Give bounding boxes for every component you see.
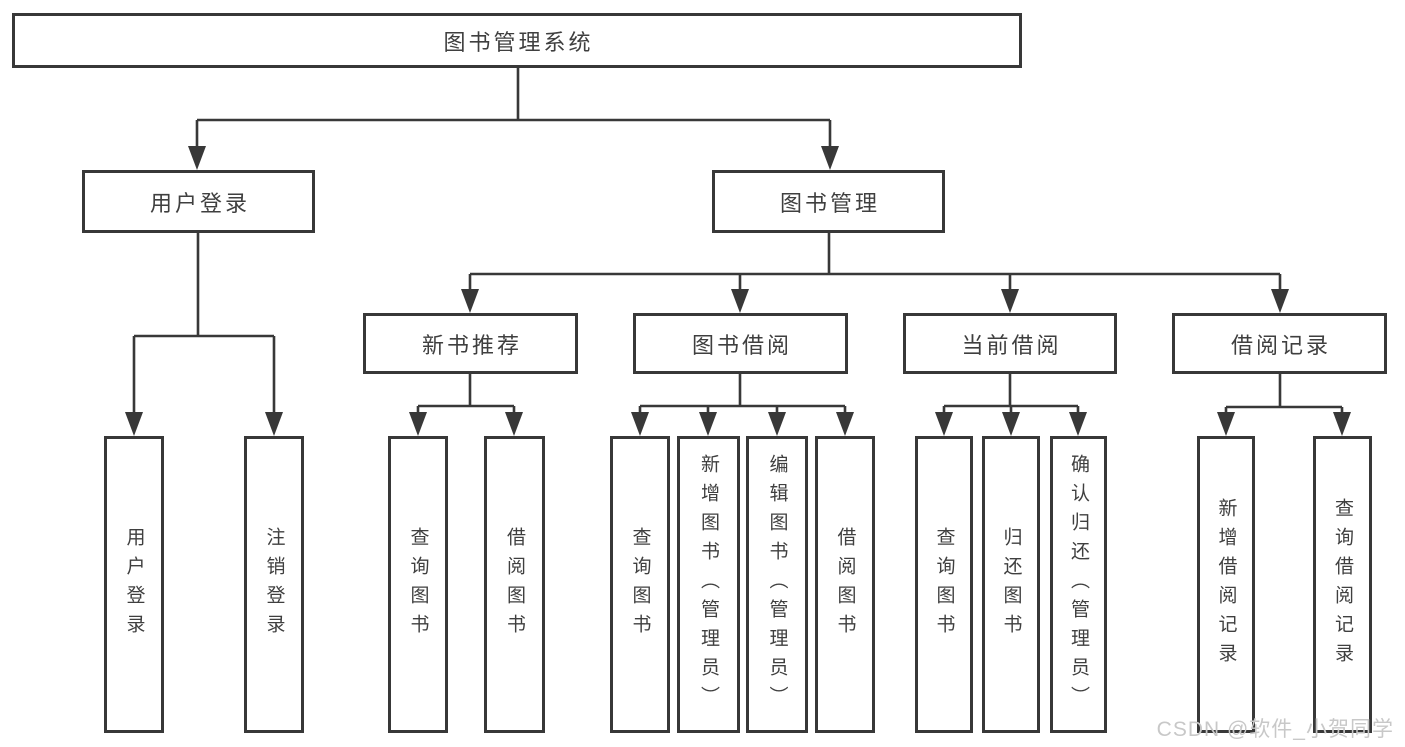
- leaf-add-borrow-record: 新增借阅记录: [1197, 436, 1255, 733]
- arrowhead-icon: [505, 412, 523, 436]
- connector-path: [638, 374, 847, 414]
- connector-path: [132, 233, 276, 414]
- connector-path: [1224, 374, 1344, 414]
- connector-path: [468, 233, 1282, 291]
- arrowhead-icon: [768, 412, 786, 436]
- node-book-management: 图书管理: [712, 170, 945, 233]
- node-book-borrow: 图书借阅: [633, 313, 848, 374]
- arrowhead-icon: [188, 146, 206, 170]
- connector-path: [416, 374, 516, 414]
- arrowhead-icon: [699, 412, 717, 436]
- arrowhead-icon: [821, 146, 839, 170]
- leaf-confirm-return-admin: 确认归还（管理员）: [1050, 436, 1107, 733]
- arrowhead-icon: [409, 412, 427, 436]
- arrowhead-icon: [461, 289, 479, 313]
- leaf-borrow-book: 借阅图书: [815, 436, 875, 733]
- arrowhead-icon: [935, 412, 953, 436]
- node-new-book-recommend: 新书推荐: [363, 313, 578, 374]
- watermark-text: CSDN @软件_小贺同学: [1156, 718, 1394, 741]
- arrowhead-icon: [125, 412, 143, 436]
- leaf-user-login: 用户登录: [104, 436, 164, 733]
- connector-path: [195, 68, 832, 148]
- node-root: 图书管理系统: [12, 13, 1022, 68]
- leaf-query-borrow-record: 查询借阅记录: [1313, 436, 1372, 733]
- node-user-login: 用户登录: [82, 170, 315, 233]
- node-current-borrow: 当前借阅: [903, 313, 1117, 374]
- leaf-borrow-book-recommend: 借阅图书: [484, 436, 545, 733]
- arrowhead-icon: [836, 412, 854, 436]
- node-borrow-records: 借阅记录: [1172, 313, 1387, 374]
- leaf-return-book: 归还图书: [982, 436, 1040, 733]
- leaf-query-book-borrow: 查询图书: [610, 436, 670, 733]
- arrowhead-icon: [731, 289, 749, 313]
- arrowhead-icon: [1001, 289, 1019, 313]
- leaf-logout: 注销登录: [244, 436, 304, 733]
- leaf-query-book-recommend: 查询图书: [388, 436, 448, 733]
- arrowhead-icon: [1271, 289, 1289, 313]
- connector-path: [942, 374, 1080, 414]
- arrowhead-icon: [1333, 412, 1351, 436]
- arrowhead-icon: [1002, 412, 1020, 436]
- arrowhead-icon: [1069, 412, 1087, 436]
- leaf-edit-book-admin: 编辑图书（管理员）: [746, 436, 808, 733]
- arrowhead-icon: [631, 412, 649, 436]
- arrowhead-icon: [1217, 412, 1235, 436]
- leaf-add-book-admin: 新增图书（管理员）: [677, 436, 740, 733]
- arrowhead-icon: [265, 412, 283, 436]
- leaf-query-book-current: 查询图书: [915, 436, 973, 733]
